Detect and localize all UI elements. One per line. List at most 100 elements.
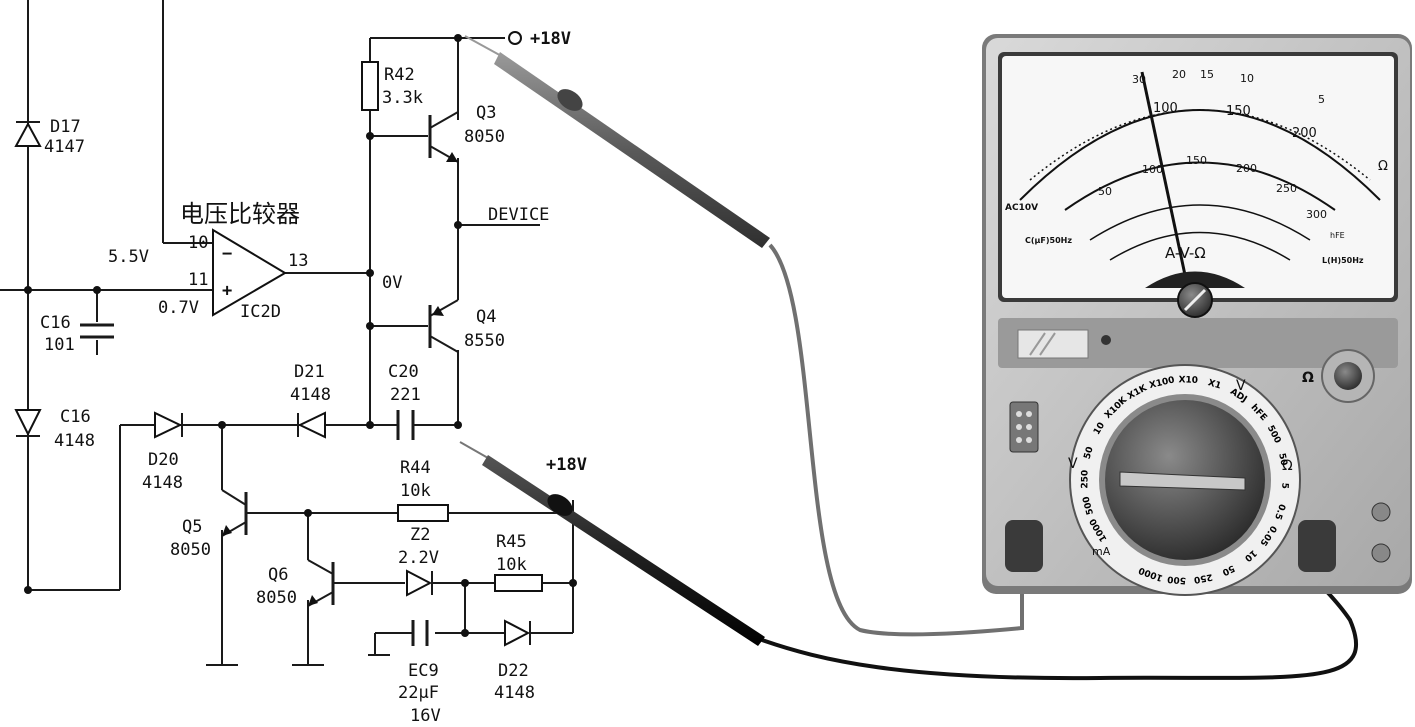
q4-val: 8550 xyxy=(464,331,505,351)
scale-mid-200: 200 xyxy=(1292,126,1317,141)
z2-ref: Z2 xyxy=(410,525,430,545)
diode-z2 xyxy=(406,569,433,597)
dial-range-label: 50 xyxy=(1276,452,1288,466)
comparator-title: 电压比较器 xyxy=(180,200,300,228)
aux-jack-1[interactable] xyxy=(1371,502,1391,522)
supply-mid-label: +18V xyxy=(546,455,587,475)
pin-13-label: 13 xyxy=(288,251,308,271)
ec9-volt: 16V xyxy=(410,706,441,726)
resistor-r44 xyxy=(397,504,449,522)
scale-top-30: 30 xyxy=(1132,73,1146,86)
r42-ref: R42 xyxy=(384,65,415,85)
arc-250: 250 xyxy=(1276,182,1297,195)
arc-300: 300 xyxy=(1306,208,1327,221)
aux-jack-2[interactable] xyxy=(1371,543,1391,563)
diode-d17 xyxy=(14,121,42,147)
multimeter xyxy=(982,34,1412,596)
dial-v-label: V xyxy=(1068,456,1078,472)
scale-mid-100: 100 xyxy=(1153,101,1178,116)
junction-dots xyxy=(24,34,577,637)
grey-probe-icon xyxy=(464,35,770,248)
dial-range-label: 500 xyxy=(1082,495,1096,516)
plus-voltage-label: 0.7V xyxy=(158,298,199,318)
diode-d20 xyxy=(154,411,183,439)
scale-top-20: 20 xyxy=(1172,68,1186,81)
c16-diode-val: 4148 xyxy=(54,431,95,451)
dial-ohm-label: Ω xyxy=(1282,458,1293,474)
dial-v-top-label: V xyxy=(1236,378,1246,394)
scale-top-5: 5 xyxy=(1318,93,1325,106)
resistor-r45 xyxy=(494,574,543,592)
d22-ref: D22 xyxy=(498,661,529,681)
arc-150: 150 xyxy=(1186,154,1207,167)
z2-val: 2.2V xyxy=(398,548,439,568)
q6-val: 8050 xyxy=(256,588,297,608)
dial-range-label: 250 xyxy=(1080,470,1090,489)
meter-needle xyxy=(1140,71,1187,276)
pin-11-label: 11 xyxy=(188,270,208,290)
diode-d21 xyxy=(297,411,326,439)
scale-top-15: 15 xyxy=(1200,68,1214,81)
supply-top-label: +18V xyxy=(530,29,571,49)
c16-cap-val: 101 xyxy=(44,335,75,355)
c20-ref: C20 xyxy=(388,362,419,382)
d17-val: 4147 xyxy=(44,137,85,157)
r45-val: 10k xyxy=(496,555,527,575)
d20-ref: D20 xyxy=(148,450,179,470)
dial-range-label: 0.5 xyxy=(1272,502,1287,520)
q5-val: 8050 xyxy=(170,540,211,560)
resistor-r42 xyxy=(361,61,379,111)
dial-range-label: 500 xyxy=(1167,573,1187,585)
v-ohm-jack[interactable] xyxy=(1298,520,1336,572)
d22-val: 4148 xyxy=(494,683,535,703)
q6-ref: Q6 xyxy=(268,565,288,585)
ec9-ref: EC9 xyxy=(408,661,439,681)
dial-ma-label: mA xyxy=(1092,545,1111,558)
arc-50: 50 xyxy=(1098,185,1112,198)
c16-diode-ref: C16 xyxy=(60,407,91,427)
transistor-q5 xyxy=(221,489,248,537)
dial-range-label: X1 xyxy=(1207,378,1223,391)
meter-scale-face xyxy=(1002,56,1394,298)
label-ac10v: AC10V xyxy=(1005,203,1038,213)
d21-val: 4148 xyxy=(290,385,331,405)
minus-voltage-label: 5.5V xyxy=(108,247,149,267)
transistor-q6 xyxy=(307,559,335,607)
d21-ref: D21 xyxy=(294,362,325,382)
d17-ref: D17 xyxy=(50,117,81,137)
scale-mid-150: 150 xyxy=(1226,104,1251,119)
c20-val: 221 xyxy=(390,385,421,405)
ec9-val: 22μF xyxy=(398,683,439,703)
dial-range-label: 250 xyxy=(1193,571,1213,584)
knob-ohm-label: Ω xyxy=(1302,370,1314,386)
transistor-q3 xyxy=(428,111,459,163)
transistor-q4 xyxy=(428,299,459,353)
label-hfe: hFE xyxy=(1330,231,1345,240)
label-capacitance: C(μF)50Hz xyxy=(1025,236,1072,245)
r45-ref: R45 xyxy=(496,532,527,552)
q5-ref: Q5 xyxy=(182,517,202,537)
comparator-ic2d xyxy=(212,228,287,317)
comparator-plus-sign: + xyxy=(222,281,232,301)
black-probe-lead xyxy=(761,564,1358,681)
midpoint-label: 0V xyxy=(382,273,402,293)
label-inductance: L(H)50Hz xyxy=(1322,256,1364,265)
q3-ref: Q3 xyxy=(476,103,496,123)
q3-val: 8050 xyxy=(464,127,505,147)
dial-range-label: X10 xyxy=(1178,375,1198,386)
pin-10-label: 10 xyxy=(188,233,208,253)
d20-val: 4148 xyxy=(142,473,183,493)
dial-range-label: 5 xyxy=(1279,482,1289,489)
diode-c16 xyxy=(14,409,42,437)
label-mode: A-V-Ω xyxy=(1165,244,1206,262)
dial-range-label: 50 xyxy=(1083,446,1096,461)
ohm-adjust-knob[interactable] xyxy=(1334,362,1362,390)
ic-name-label: IC2D xyxy=(240,302,281,322)
diode-d22 xyxy=(504,619,531,647)
black-probe-icon xyxy=(459,441,765,646)
r44-val: 10k xyxy=(400,481,431,501)
com-jack[interactable] xyxy=(1005,520,1043,572)
r42-val: 3.3k xyxy=(382,88,423,108)
grey-probe-lead xyxy=(768,243,1024,637)
